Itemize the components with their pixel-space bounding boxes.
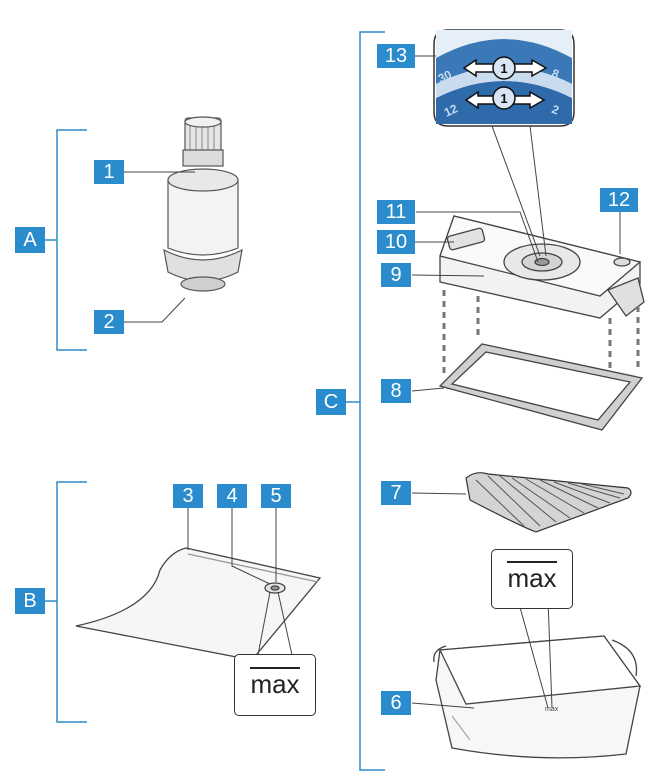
group-label-c: C bbox=[316, 389, 346, 415]
vacuum-bag bbox=[75, 547, 322, 661]
vacuum-container bbox=[433, 635, 642, 759]
callout-11: 11 bbox=[377, 200, 415, 224]
bracket-a bbox=[45, 129, 87, 351]
callout-8: 8 bbox=[381, 379, 411, 403]
max-fill-text-bag: max bbox=[250, 667, 300, 699]
lid-seal bbox=[438, 343, 644, 431]
group-label-b: B bbox=[15, 588, 45, 614]
max-fill-callout-bag: max bbox=[234, 654, 316, 716]
max-fill-callout-container: max bbox=[491, 549, 573, 609]
dial-scale-outer-right: 8 bbox=[550, 66, 561, 82]
leader-lines bbox=[124, 55, 621, 709]
group-label-a: A bbox=[15, 227, 45, 253]
dial-arrow-number-upper: 1 bbox=[500, 61, 507, 76]
callout-12: 12 bbox=[600, 188, 638, 212]
callout-7: 7 bbox=[381, 481, 411, 505]
dial-arrows bbox=[462, 56, 548, 110]
dial-scale-outer-left: 30 bbox=[436, 67, 454, 85]
callout-4: 4 bbox=[217, 484, 247, 508]
max-fill-text-container: max bbox=[507, 561, 557, 593]
callout-6: 6 bbox=[381, 691, 411, 715]
bracket-b bbox=[45, 481, 87, 723]
callout-3: 3 bbox=[173, 484, 203, 508]
callout-9: 9 bbox=[381, 263, 411, 287]
callout-2: 2 bbox=[94, 310, 124, 334]
dial-scale-inner-right: 2 bbox=[550, 102, 561, 118]
max-mark-container: max bbox=[545, 706, 559, 713]
vacuum-adapter bbox=[163, 116, 243, 292]
container-mat bbox=[465, 472, 632, 533]
bracket-c bbox=[346, 31, 385, 771]
container-lid bbox=[439, 215, 645, 319]
callout-10: 10 bbox=[377, 230, 415, 254]
callout-13: 13 bbox=[377, 44, 415, 68]
dial-arrow-number-lower: 1 bbox=[500, 91, 507, 106]
callout-5: 5 bbox=[261, 484, 291, 508]
callout-1: 1 bbox=[94, 160, 124, 184]
dial-scale-inner-left: 12 bbox=[442, 101, 460, 119]
